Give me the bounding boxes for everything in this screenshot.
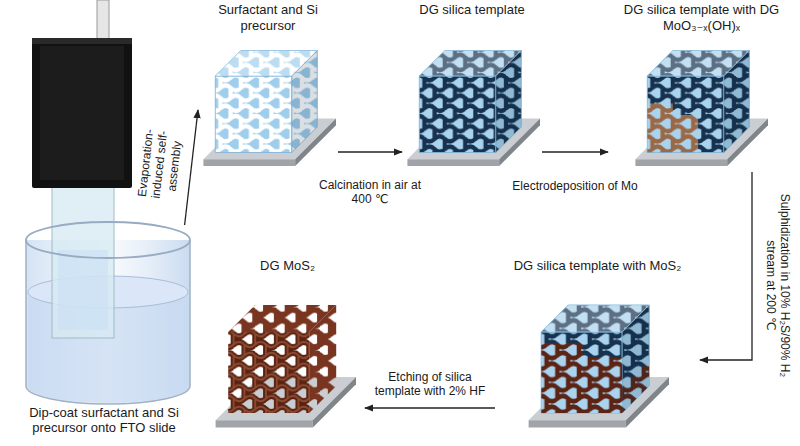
stage-title: DG MoS₂ [257, 258, 318, 274]
process-arrow [185, 110, 198, 225]
process-arrow [542, 151, 608, 152]
silica-template-cube [407, 51, 540, 167]
stage-caption: Dip-coat surfactant and Si precursor ont… [8, 405, 200, 436]
stage-node: DG silica template [402, 2, 542, 172]
stage-node: Surfactant and Si precursor [198, 2, 338, 172]
step-label: Calcination in air at 400 ℃ [306, 178, 434, 207]
dip-coater [26, 0, 190, 404]
mos2-gyroid [216, 305, 356, 427]
stage-title: DG silica template [416, 2, 527, 18]
stage-node: DG MoS₂ [210, 258, 365, 434]
step-label: Etching of silica template with 2% HF [370, 370, 490, 399]
stage-title: DG silica template with DG MoO₃₋ₓ(OH)ₓ [608, 2, 795, 33]
step-label: Sulphidization in 10% H₂S/90% H₂ stream … [764, 185, 793, 385]
stage-node: DG silica template with DG MoO₃₋ₓ(OH)ₓ [608, 2, 795, 172]
mesophase-cube [203, 51, 336, 167]
process-arrow [700, 172, 752, 360]
process-arrow [365, 407, 495, 408]
mos2-filled-cube [529, 305, 669, 427]
stage-title: DG silica template with MoS₂ [511, 258, 685, 274]
step-label: Electrodeposition of Mo [500, 179, 650, 193]
stage-node: DG silica template with MoS₂ [495, 258, 700, 434]
oxide-filled-cube [635, 51, 768, 167]
step-label: Evaporation-induced self-assembly [132, 107, 188, 223]
stage-title: Surfactant and Si precursor [198, 2, 338, 33]
stage-node: Dip-coat surfactant and Si precursor ont… [8, 225, 200, 440]
process-arrow [338, 151, 402, 152]
